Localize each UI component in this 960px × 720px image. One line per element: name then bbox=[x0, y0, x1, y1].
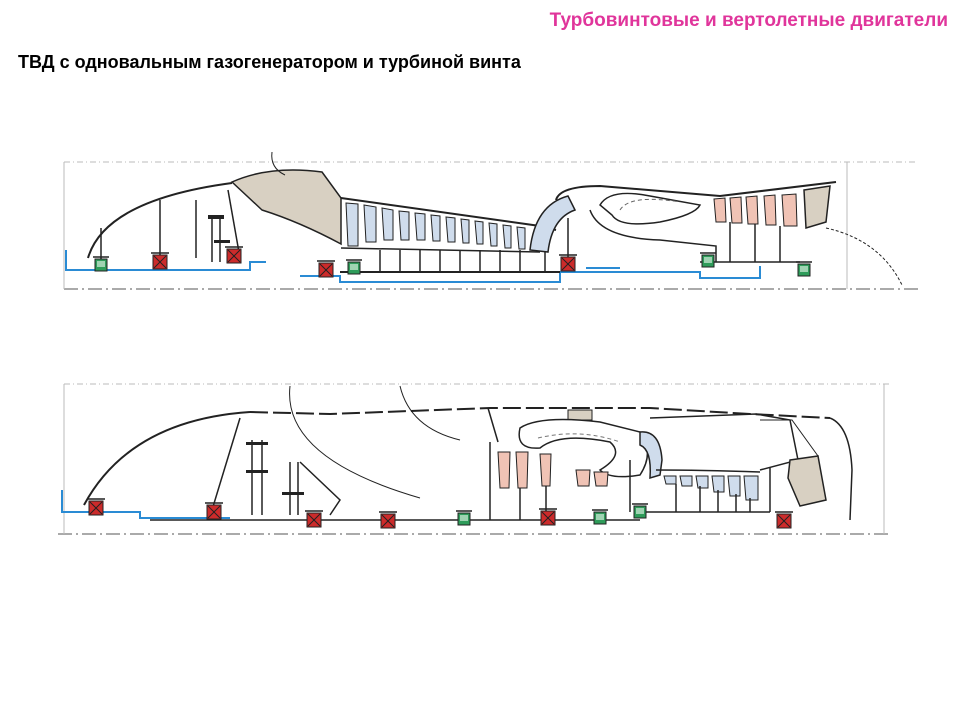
upper-turbine-blades bbox=[713, 193, 798, 227]
lower-turbine-blades bbox=[497, 451, 609, 489]
diagram-lower bbox=[58, 383, 892, 535]
lower-bearing-1 bbox=[86, 498, 106, 516]
upper-bearing-1 bbox=[92, 256, 110, 272]
upper-bearing-5 bbox=[345, 259, 363, 275]
lower-bearing-5 bbox=[455, 510, 473, 526]
upper-bearing-7 bbox=[699, 252, 717, 268]
upper-bearing-8 bbox=[795, 261, 813, 277]
upper-exhaust-casing bbox=[803, 185, 831, 229]
upper-oil-line-front bbox=[65, 250, 266, 271]
upper-bearing-6 bbox=[558, 254, 578, 272]
diagram-upper bbox=[63, 151, 918, 290]
page-title: ТВД с одновальным газогенератором и турб… bbox=[18, 52, 521, 72]
upper-oil-line-rear bbox=[300, 266, 761, 283]
lower-bearing-4 bbox=[378, 511, 398, 529]
lower-bearing-8 bbox=[631, 503, 649, 519]
upper-inlet-cowl bbox=[230, 169, 342, 246]
lower-casing-block bbox=[567, 409, 593, 421]
upper-outer-case bbox=[555, 181, 837, 201]
lower-bearing-2 bbox=[204, 502, 224, 520]
upper-bearing-3 bbox=[224, 246, 244, 264]
lower-compressor-blades bbox=[663, 475, 759, 501]
lower-bearing-6 bbox=[538, 508, 558, 526]
section-label: Турбовинтовые и вертолетные двигатели bbox=[549, 10, 948, 31]
upper-spinner bbox=[87, 182, 233, 259]
lower-combustor bbox=[518, 418, 649, 478]
upper-compressor-blades bbox=[345, 202, 526, 250]
lower-bearing-7 bbox=[591, 509, 609, 525]
lower-inlet-cowl bbox=[787, 455, 827, 507]
lower-bearing-9 bbox=[774, 511, 794, 529]
lower-bearing-3 bbox=[304, 510, 324, 528]
lower-centrifugal-impeller bbox=[639, 431, 663, 480]
upper-centrifugal-impeller bbox=[529, 195, 577, 253]
upper-bearing-4 bbox=[316, 260, 336, 278]
upper-bearing-2 bbox=[150, 252, 170, 270]
lower-spinner bbox=[83, 411, 251, 506]
lower-oil-line bbox=[61, 490, 230, 519]
upper-combustor bbox=[599, 192, 702, 225]
